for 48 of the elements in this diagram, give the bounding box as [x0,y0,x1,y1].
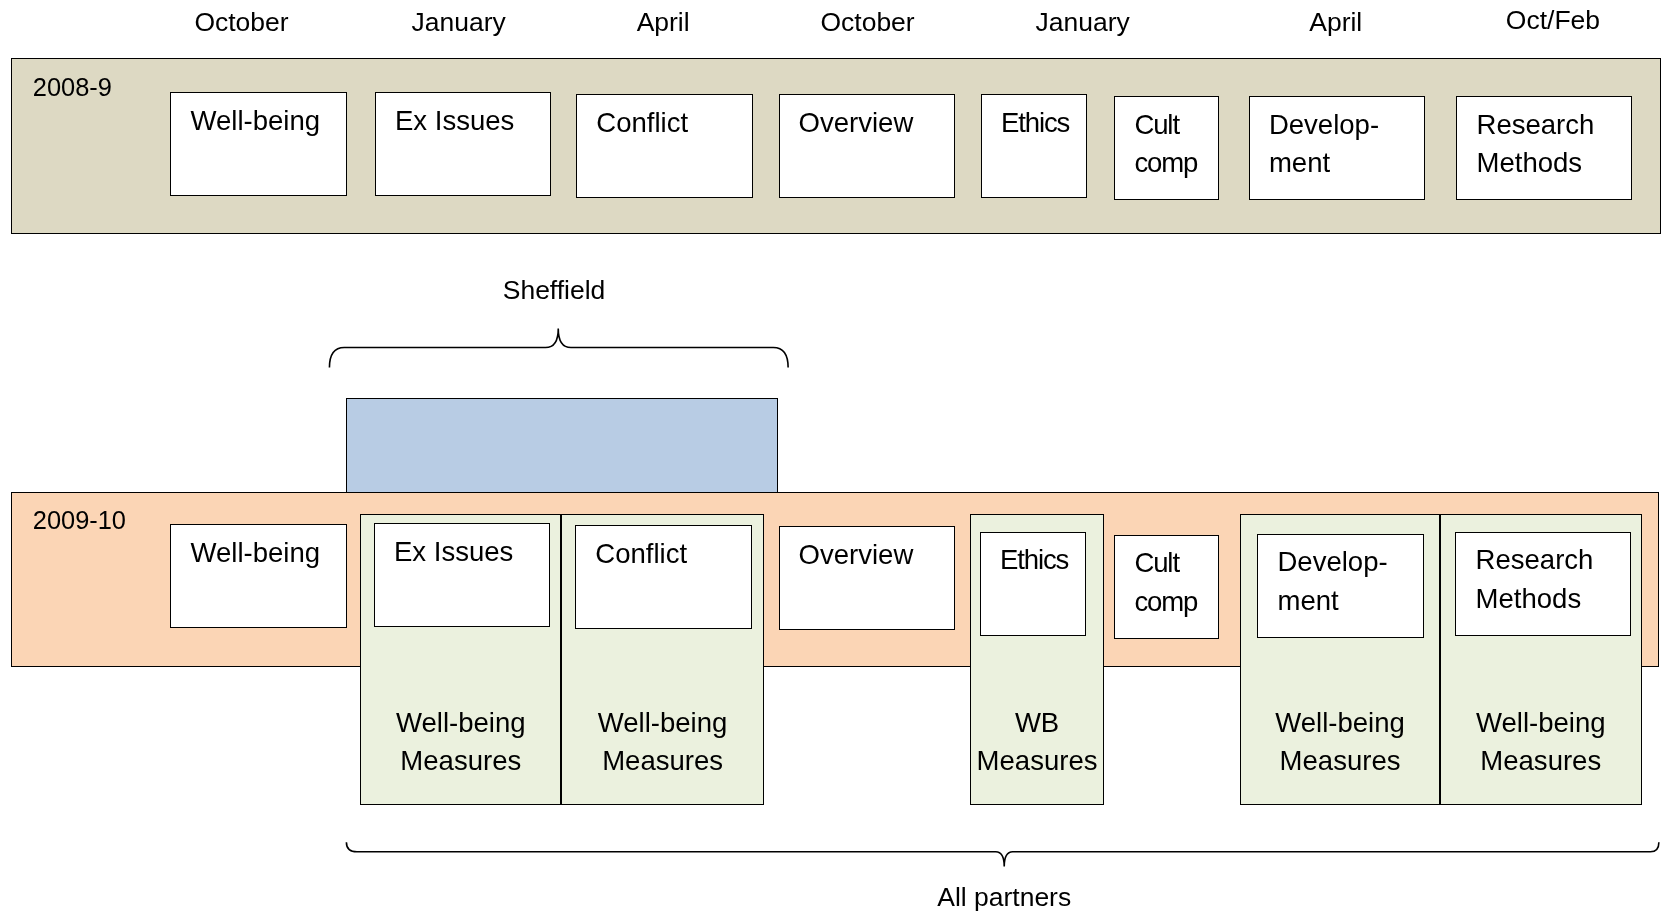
module-box [778,94,956,198]
module-label: Research Methods [1476,107,1596,181]
module-box [979,531,1086,636]
month-label: January [1035,7,1130,39]
module-box [373,523,550,628]
module-box [1114,534,1220,639]
module-box [778,526,956,631]
module-box [374,92,551,196]
module-box [1257,533,1424,638]
highlight-box [346,398,778,492]
year-label: 2008-9 [32,71,113,103]
month-label: October [820,7,915,39]
module-label: Research Methods [1475,543,1595,616]
group-label: All partners [937,882,1072,914]
month-label: April [636,7,690,39]
module-label: Conflict [596,105,690,140]
module-label: Conflict [595,536,689,571]
module-box [1114,96,1220,201]
module-label: Ex Issues [395,103,516,138]
module-label: Develop- ment [1277,545,1389,618]
month-label: January [411,7,506,39]
year-band [10,58,1661,235]
measures-label: Well-being Measures [1474,705,1607,779]
module-label: Ex Issues [394,534,515,569]
module-box [1248,96,1425,201]
month-label: Oct/Feb [1505,5,1600,37]
module-label: Overview [798,537,915,572]
module-label: Well-being [190,535,322,570]
measures-label: Well-being Measures [1274,705,1406,779]
module-box [1456,96,1633,201]
module-label: Develop- ment [1268,107,1381,181]
module-label: Cult comp [1134,107,1199,181]
measures-label: Well-being Measures [395,705,527,779]
group-label: Sheffield [502,275,606,307]
year-label: 2009-10 [32,505,127,537]
module-box [170,92,348,196]
month-label: April [1309,7,1363,39]
month-label: October [194,7,289,39]
module-box [980,94,1087,198]
module-label: Overview [798,105,915,140]
measures-label: WB Measures [975,705,1099,779]
module-box [1455,531,1632,636]
module-box [575,525,753,630]
module-label: Cult comp [1134,546,1199,619]
module-box [170,524,348,629]
module-box [576,94,754,198]
measures-label: Well-being Measures [596,705,729,779]
module-label: Well-being [190,103,322,138]
